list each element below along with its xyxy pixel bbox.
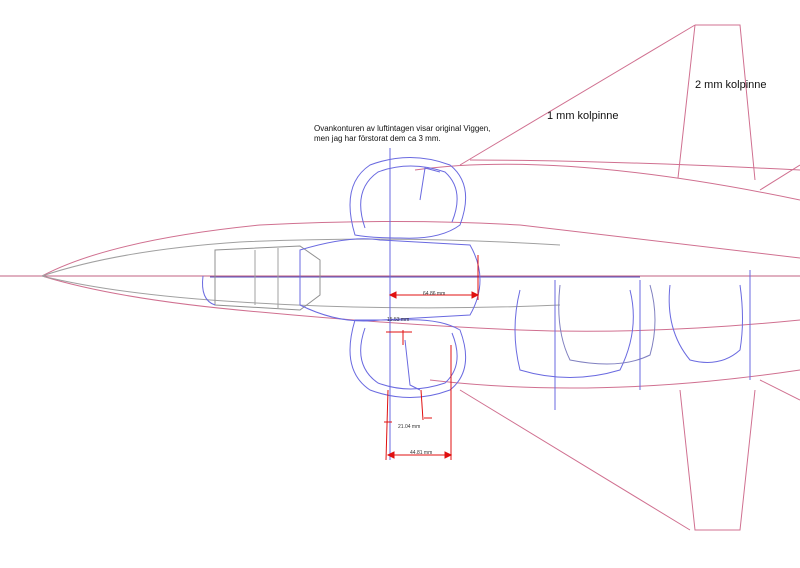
upper-intake <box>349 157 467 239</box>
dim-arrow <box>388 291 397 299</box>
lower-intake-inner <box>360 327 458 390</box>
dim-extension <box>385 389 389 461</box>
fuselage-inner-lower <box>41 275 561 309</box>
upper-wingtip-line <box>759 164 800 191</box>
dim-gap-width: 15.53 mm <box>387 317 410 323</box>
rear-duct-3 <box>668 284 743 363</box>
label-2mm-rod: 2 mm kolpinne <box>695 79 767 91</box>
canopy-frame <box>254 248 279 308</box>
dim-arrow <box>386 451 395 459</box>
nose-contour <box>202 275 216 306</box>
dim-intake-length: 64.86 mm <box>423 291 446 297</box>
upper-intake-inner <box>360 165 458 229</box>
note-line-1: Ovankonturen av luftintagen visar origin… <box>314 124 491 133</box>
fuselage-inner <box>41 238 561 277</box>
note-line-2: men jag har förstorat dem ca 3 mm. <box>314 134 441 143</box>
annotation-note: Ovankonturen av luftintagen visar origin… <box>314 124 490 144</box>
dim-offset-width: 21.04 mm <box>398 424 421 430</box>
lower-intake <box>349 319 467 398</box>
lower-wing <box>429 369 800 531</box>
dim-extension <box>420 389 424 421</box>
mid-intake <box>299 238 481 322</box>
lower-fin <box>679 389 756 531</box>
lower-intake-lip <box>404 339 421 391</box>
fuselage-upper <box>41 221 800 277</box>
rear-duct <box>514 289 634 378</box>
dim-intake-width: 44.81 mm <box>410 450 433 456</box>
upper-intake-lip <box>419 167 441 201</box>
label-1mm-rod: 1 mm kolpinne <box>547 110 619 122</box>
dim-arrow <box>444 451 453 459</box>
dimension-lines <box>384 255 480 461</box>
upper-wing-root <box>469 159 800 171</box>
rear-duct-2 <box>558 284 656 365</box>
fuselage-lower <box>41 275 800 332</box>
upper-wing <box>414 24 800 201</box>
upper-fin <box>677 24 756 181</box>
lower-wingtip-line <box>759 379 800 401</box>
canopy <box>214 245 321 311</box>
dim-arrow <box>471 291 480 299</box>
